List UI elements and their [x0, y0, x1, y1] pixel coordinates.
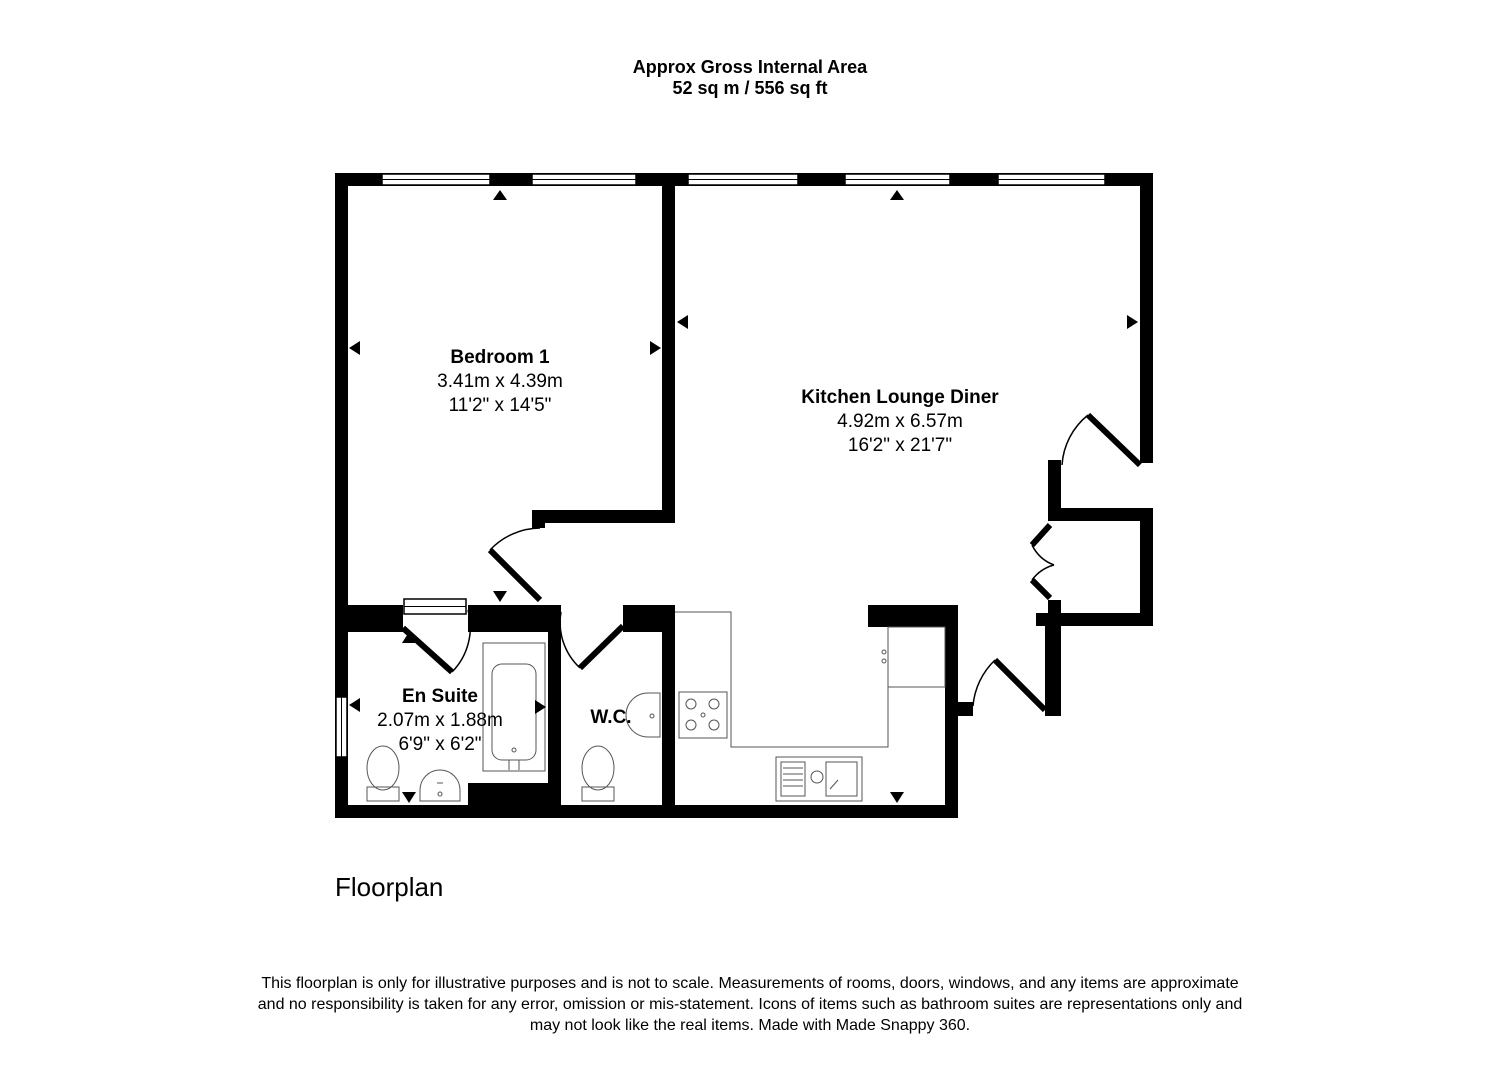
plan-title: Floorplan: [335, 872, 444, 902]
room-dims-imperial-bedroom: 11'2" x 14'5": [448, 395, 552, 416]
room-dims-metric-ensuite: 2.07m x 1.88m: [377, 710, 503, 731]
area-header-title: Approx Gross Internal Area: [632, 57, 868, 77]
disclaimer: This floorplan is only for illustrative …: [150, 973, 1350, 1036]
area-header-size: 52 sq m / 556 sq ft: [672, 78, 828, 98]
room-label-wc: W.C.: [576, 706, 646, 730]
room-name-wc: W.C.: [590, 707, 632, 728]
room-name-bedroom: Bedroom 1: [450, 347, 550, 368]
disclaimer-line-3: may not look like the real items. Made w…: [529, 1017, 971, 1034]
walls: [335, 173, 1153, 818]
room-name-kitchen: Kitchen Lounge Diner: [801, 387, 999, 408]
measurement-markers: [349, 190, 1138, 803]
room-dims-metric-kitchen: 4.92m x 6.57m: [837, 411, 963, 432]
room-label-ensuite: En Suite 2.07m x 1.88m 6'9" x 6'2": [355, 685, 525, 757]
room-label-kitchen: Kitchen Lounge Diner 4.92m x 6.57m 16'2"…: [760, 386, 1040, 458]
disclaimer-line-2: and no responsibility is taken for any e…: [257, 996, 1243, 1013]
window-glazing-lines: [341, 179, 1105, 757]
bathroom-fixtures: [366, 642, 661, 802]
disclaimer-line-1: This floorplan is only for illustrative …: [261, 975, 1239, 992]
room-dims-imperial-ensuite: 6'9" x 6'2": [398, 734, 482, 755]
area-header: Approx Gross Internal Area 52 sq m / 556…: [0, 57, 1500, 99]
room-dims-metric-bedroom: 3.41m x 4.39m: [437, 371, 563, 392]
kitchen-fixtures: [675, 611, 946, 802]
doors: [400, 412, 1143, 713]
room-dims-imperial-kitchen: 16'2" x 21'7": [847, 435, 953, 456]
room-label-bedroom: Bedroom 1 3.41m x 4.39m 11'2" x 14'5": [380, 346, 620, 418]
room-name-ensuite: En Suite: [401, 686, 478, 707]
